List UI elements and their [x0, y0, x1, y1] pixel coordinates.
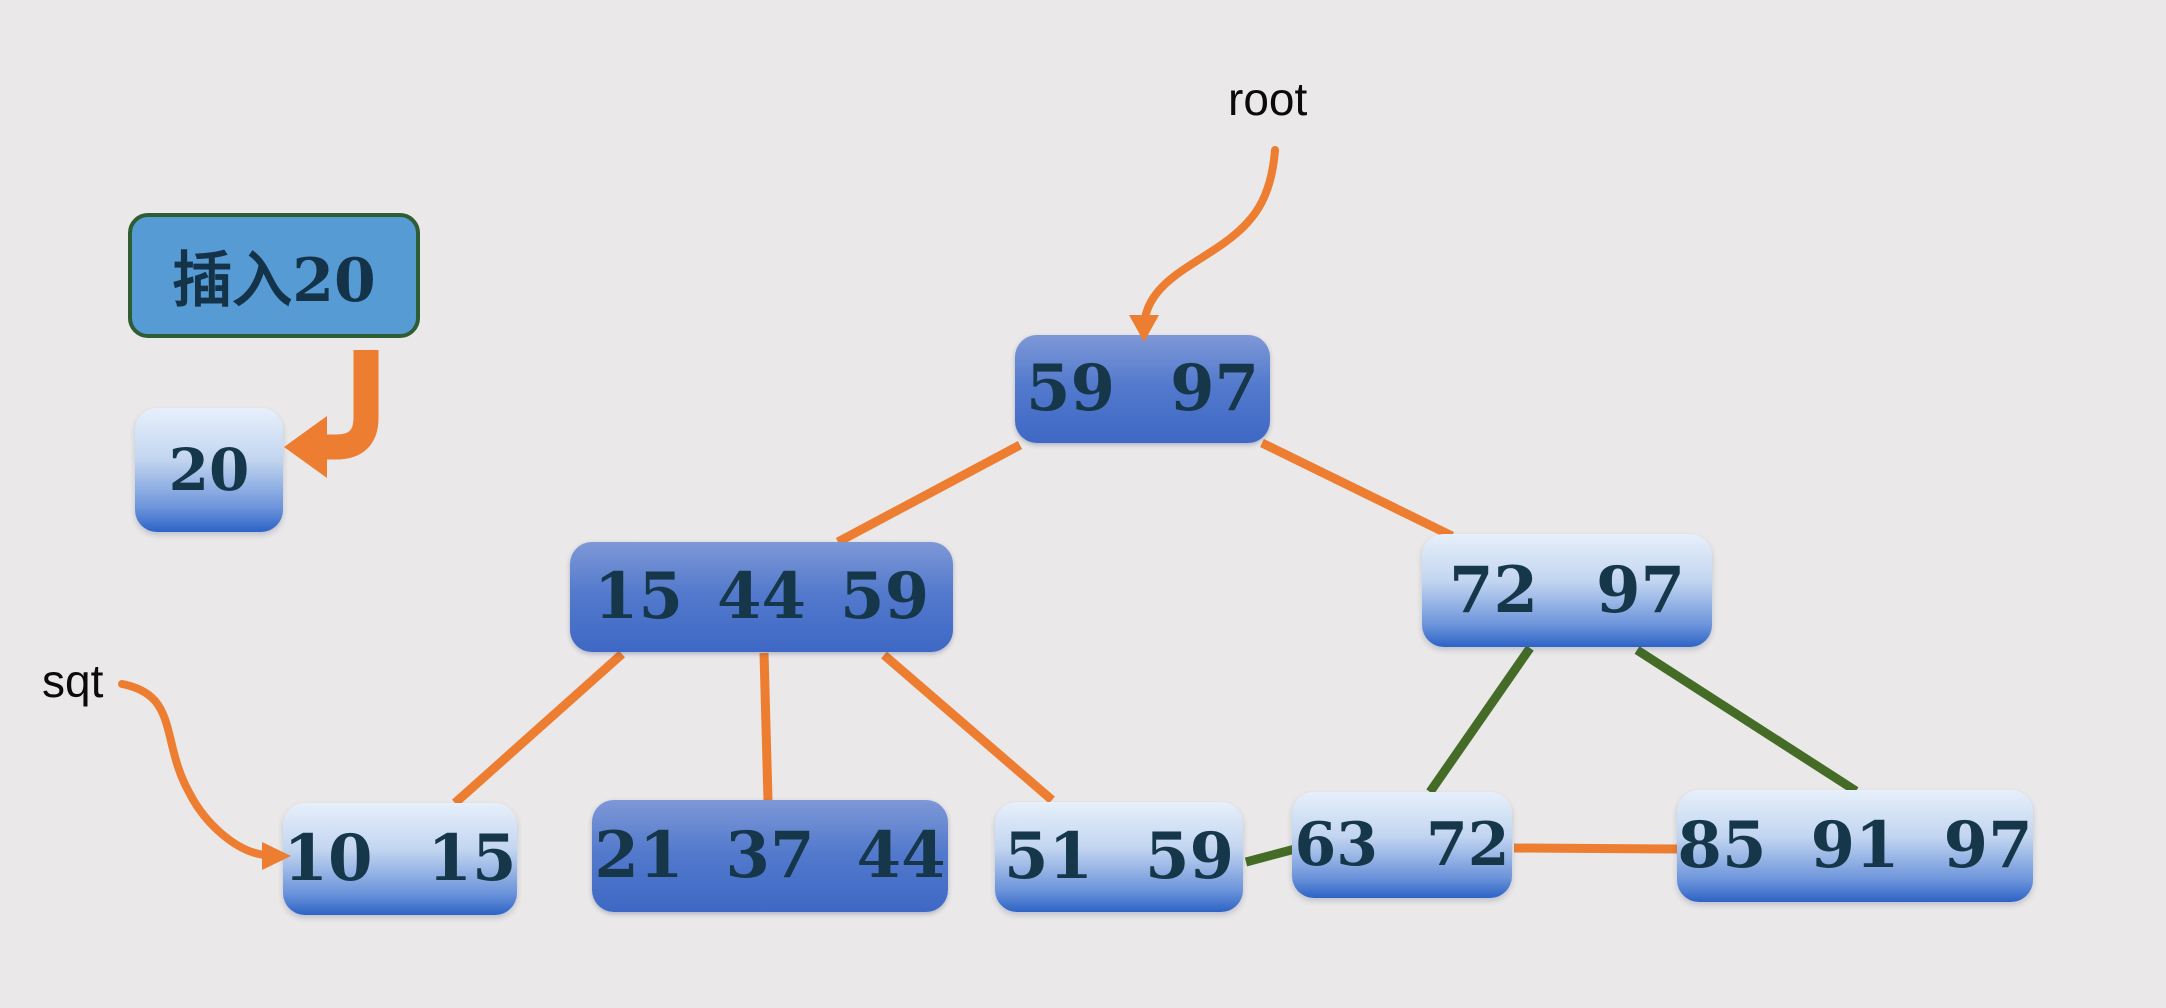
node-key: 20 [168, 436, 250, 504]
node-key: 44 [716, 559, 807, 634]
sqt-pointer-arrowhead-icon [262, 842, 291, 870]
edge-internal-left-to-leaf-10-15 [452, 650, 625, 807]
insert-arrow [324, 350, 379, 460]
leaf-link-51-59-to-63-72 [1244, 844, 1297, 867]
edge-internal-right-to-leaf-63-72 [1426, 645, 1534, 795]
edge-root-to-internal-right [1260, 438, 1454, 541]
root-pointer-arrowhead-icon [1129, 315, 1159, 342]
root-pointer-label: root [1228, 73, 1308, 125]
insert-arrowhead-icon [284, 416, 327, 478]
leaf-node-51-59: 51 59 [995, 802, 1243, 912]
insert-operation-box: 插入20 [128, 213, 420, 338]
leaf-link-63-72-to-85-91-97 [1513, 843, 1681, 854]
edge-internal-left-to-leaf-21-37-44 [759, 652, 773, 801]
node-key: 72 [1426, 810, 1510, 880]
node-key: 91 [1810, 808, 1900, 883]
node-key: 51 [1003, 819, 1093, 894]
node-key: 10 [283, 821, 373, 896]
edge-root-to-internal-left [835, 441, 1023, 546]
internal-node-right: 72 97 [1422, 534, 1712, 647]
node-key: 37 [725, 818, 815, 893]
node-key: 63 [1294, 810, 1379, 880]
insert-operation-text: 插入20 [172, 246, 376, 316]
leaf-node-21-37-44: 21 37 44 [592, 800, 948, 912]
node-key: 15 [427, 821, 517, 896]
inserted-key-node: 20 [135, 408, 283, 532]
sqt-pointer-label: sqt [42, 655, 104, 707]
leaf-node-10-15: 10 15 [283, 803, 517, 915]
sqt-pointer-arrow [118, 680, 268, 859]
root-pointer-arrow [1141, 146, 1279, 322]
edge-internal-left-to-leaf-51-59 [881, 651, 1055, 804]
node-key: 97 [1943, 808, 2033, 883]
leaf-node-85-91-97: 85 91 97 [1677, 790, 2033, 902]
edge-internal-right-to-leaf-85-91-97 [1634, 646, 1859, 795]
root-node: 59 97 [1015, 335, 1270, 443]
node-key: 59 [1145, 819, 1235, 894]
node-key: 85 [1677, 808, 1767, 883]
node-key: 21 [594, 818, 684, 893]
node-key: 15 [593, 559, 683, 634]
leaf-node-63-72: 63 72 [1292, 792, 1512, 898]
node-key: 44 [856, 818, 946, 893]
node-key: 59 [840, 559, 930, 634]
internal-node-left: 15 44 59 [570, 542, 953, 652]
node-key: 72 [1448, 552, 1538, 628]
node-key: 59 [1025, 351, 1115, 426]
node-key: 97 [1596, 552, 1686, 628]
node-key: 97 [1170, 351, 1260, 426]
